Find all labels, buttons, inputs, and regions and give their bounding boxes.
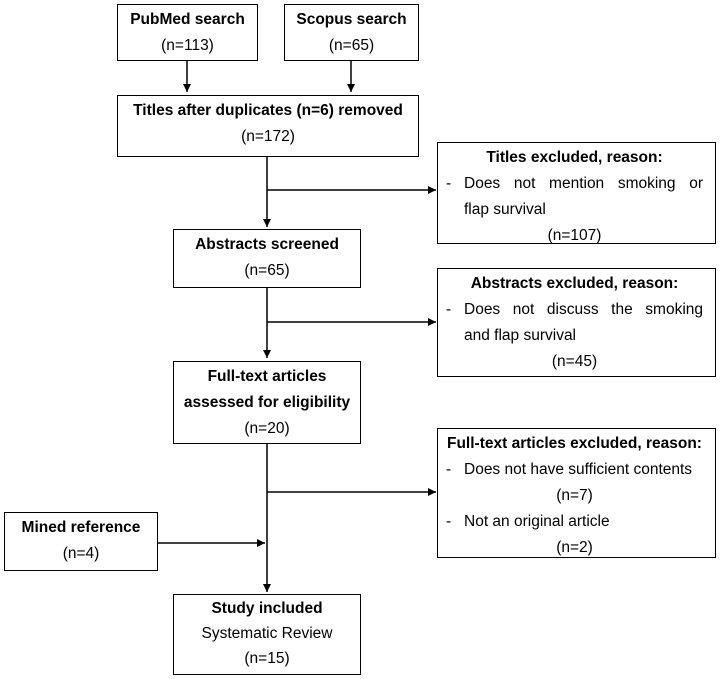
pubmed-search-count: (n=113) bbox=[161, 37, 214, 54]
scopus-search-box: Scopus search (n=65) bbox=[284, 4, 419, 61]
abstracts-excluded-reason-line2: and flap survival bbox=[464, 327, 577, 344]
fulltext-excluded-count-2: (n=2) bbox=[556, 539, 593, 556]
titles-excluded-count: (n=107) bbox=[547, 227, 602, 244]
fulltext-assessed-title-line2: assessed for eligibility bbox=[183, 394, 351, 411]
abstracts-screened-title: Abstracts screened bbox=[195, 236, 339, 253]
abstracts-excluded-dash: - bbox=[446, 301, 452, 318]
fulltext-excluded-reason-2: Not an original article bbox=[464, 513, 610, 530]
titles-excluded-reason-line2: flap survival bbox=[464, 201, 546, 218]
titles-count: (n=172) bbox=[241, 128, 295, 145]
fulltext-assessed-count: (n=20) bbox=[244, 420, 290, 437]
study-included-title: Study included bbox=[211, 600, 323, 617]
scopus-search-title: Scopus search bbox=[296, 11, 407, 28]
titles-title: Titles after duplicates (n=6) removed bbox=[133, 102, 403, 119]
titles-excluded-reason-line1: Does not mention smoking or bbox=[464, 175, 703, 192]
fulltext-excluded-title: Full-text articles excluded, reason: bbox=[447, 435, 702, 452]
abstracts-excluded-reason-line1: Does not discuss the smoking bbox=[464, 301, 703, 318]
fulltext-excluded-reason-1: Does not have sufficient contents bbox=[464, 461, 693, 478]
fulltext-excluded-box: Full-text articles excluded, reason: - D… bbox=[437, 428, 716, 558]
titles-excluded-box: Titles excluded, reason: - Does not ment… bbox=[437, 142, 716, 244]
abstracts-excluded-title: Abstracts excluded, reason: bbox=[470, 275, 679, 292]
pubmed-search-box: PubMed search (n=113) bbox=[117, 4, 258, 61]
pubmed-search-title: PubMed search bbox=[130, 11, 245, 28]
abstracts-excluded-count: (n=45) bbox=[551, 353, 598, 370]
fulltext-excluded-dash-2: - bbox=[446, 513, 452, 530]
titles-box: Titles after duplicates (n=6) removed (n… bbox=[117, 95, 419, 157]
study-included-subtitle: Systematic Review bbox=[201, 625, 333, 642]
scopus-search-count: (n=65) bbox=[328, 37, 375, 54]
fulltext-excluded-count-1: (n=7) bbox=[556, 487, 593, 504]
fulltext-assessed-box: Full-text articles assessed for eligibil… bbox=[173, 361, 361, 444]
study-included-box: Study included Systematic Review (n=15) bbox=[173, 594, 361, 675]
mined-reference-title: Mined reference bbox=[21, 519, 141, 536]
mined-reference-count: (n=4) bbox=[62, 545, 100, 562]
fulltext-assessed-title-line1: Full-text articles bbox=[207, 368, 327, 385]
abstracts-screened-box: Abstracts screened (n=65) bbox=[173, 229, 361, 288]
abstracts-excluded-box: Abstracts excluded, reason: - Does not d… bbox=[437, 268, 716, 377]
titles-excluded-title: Titles excluded, reason: bbox=[486, 149, 663, 166]
abstracts-screened-count: (n=65) bbox=[244, 262, 290, 279]
titles-excluded-dash: - bbox=[446, 175, 452, 192]
study-included-count: (n=15) bbox=[244, 650, 290, 667]
mined-reference-box: Mined reference (n=4) bbox=[4, 512, 158, 571]
fulltext-excluded-dash-1: - bbox=[446, 461, 452, 478]
